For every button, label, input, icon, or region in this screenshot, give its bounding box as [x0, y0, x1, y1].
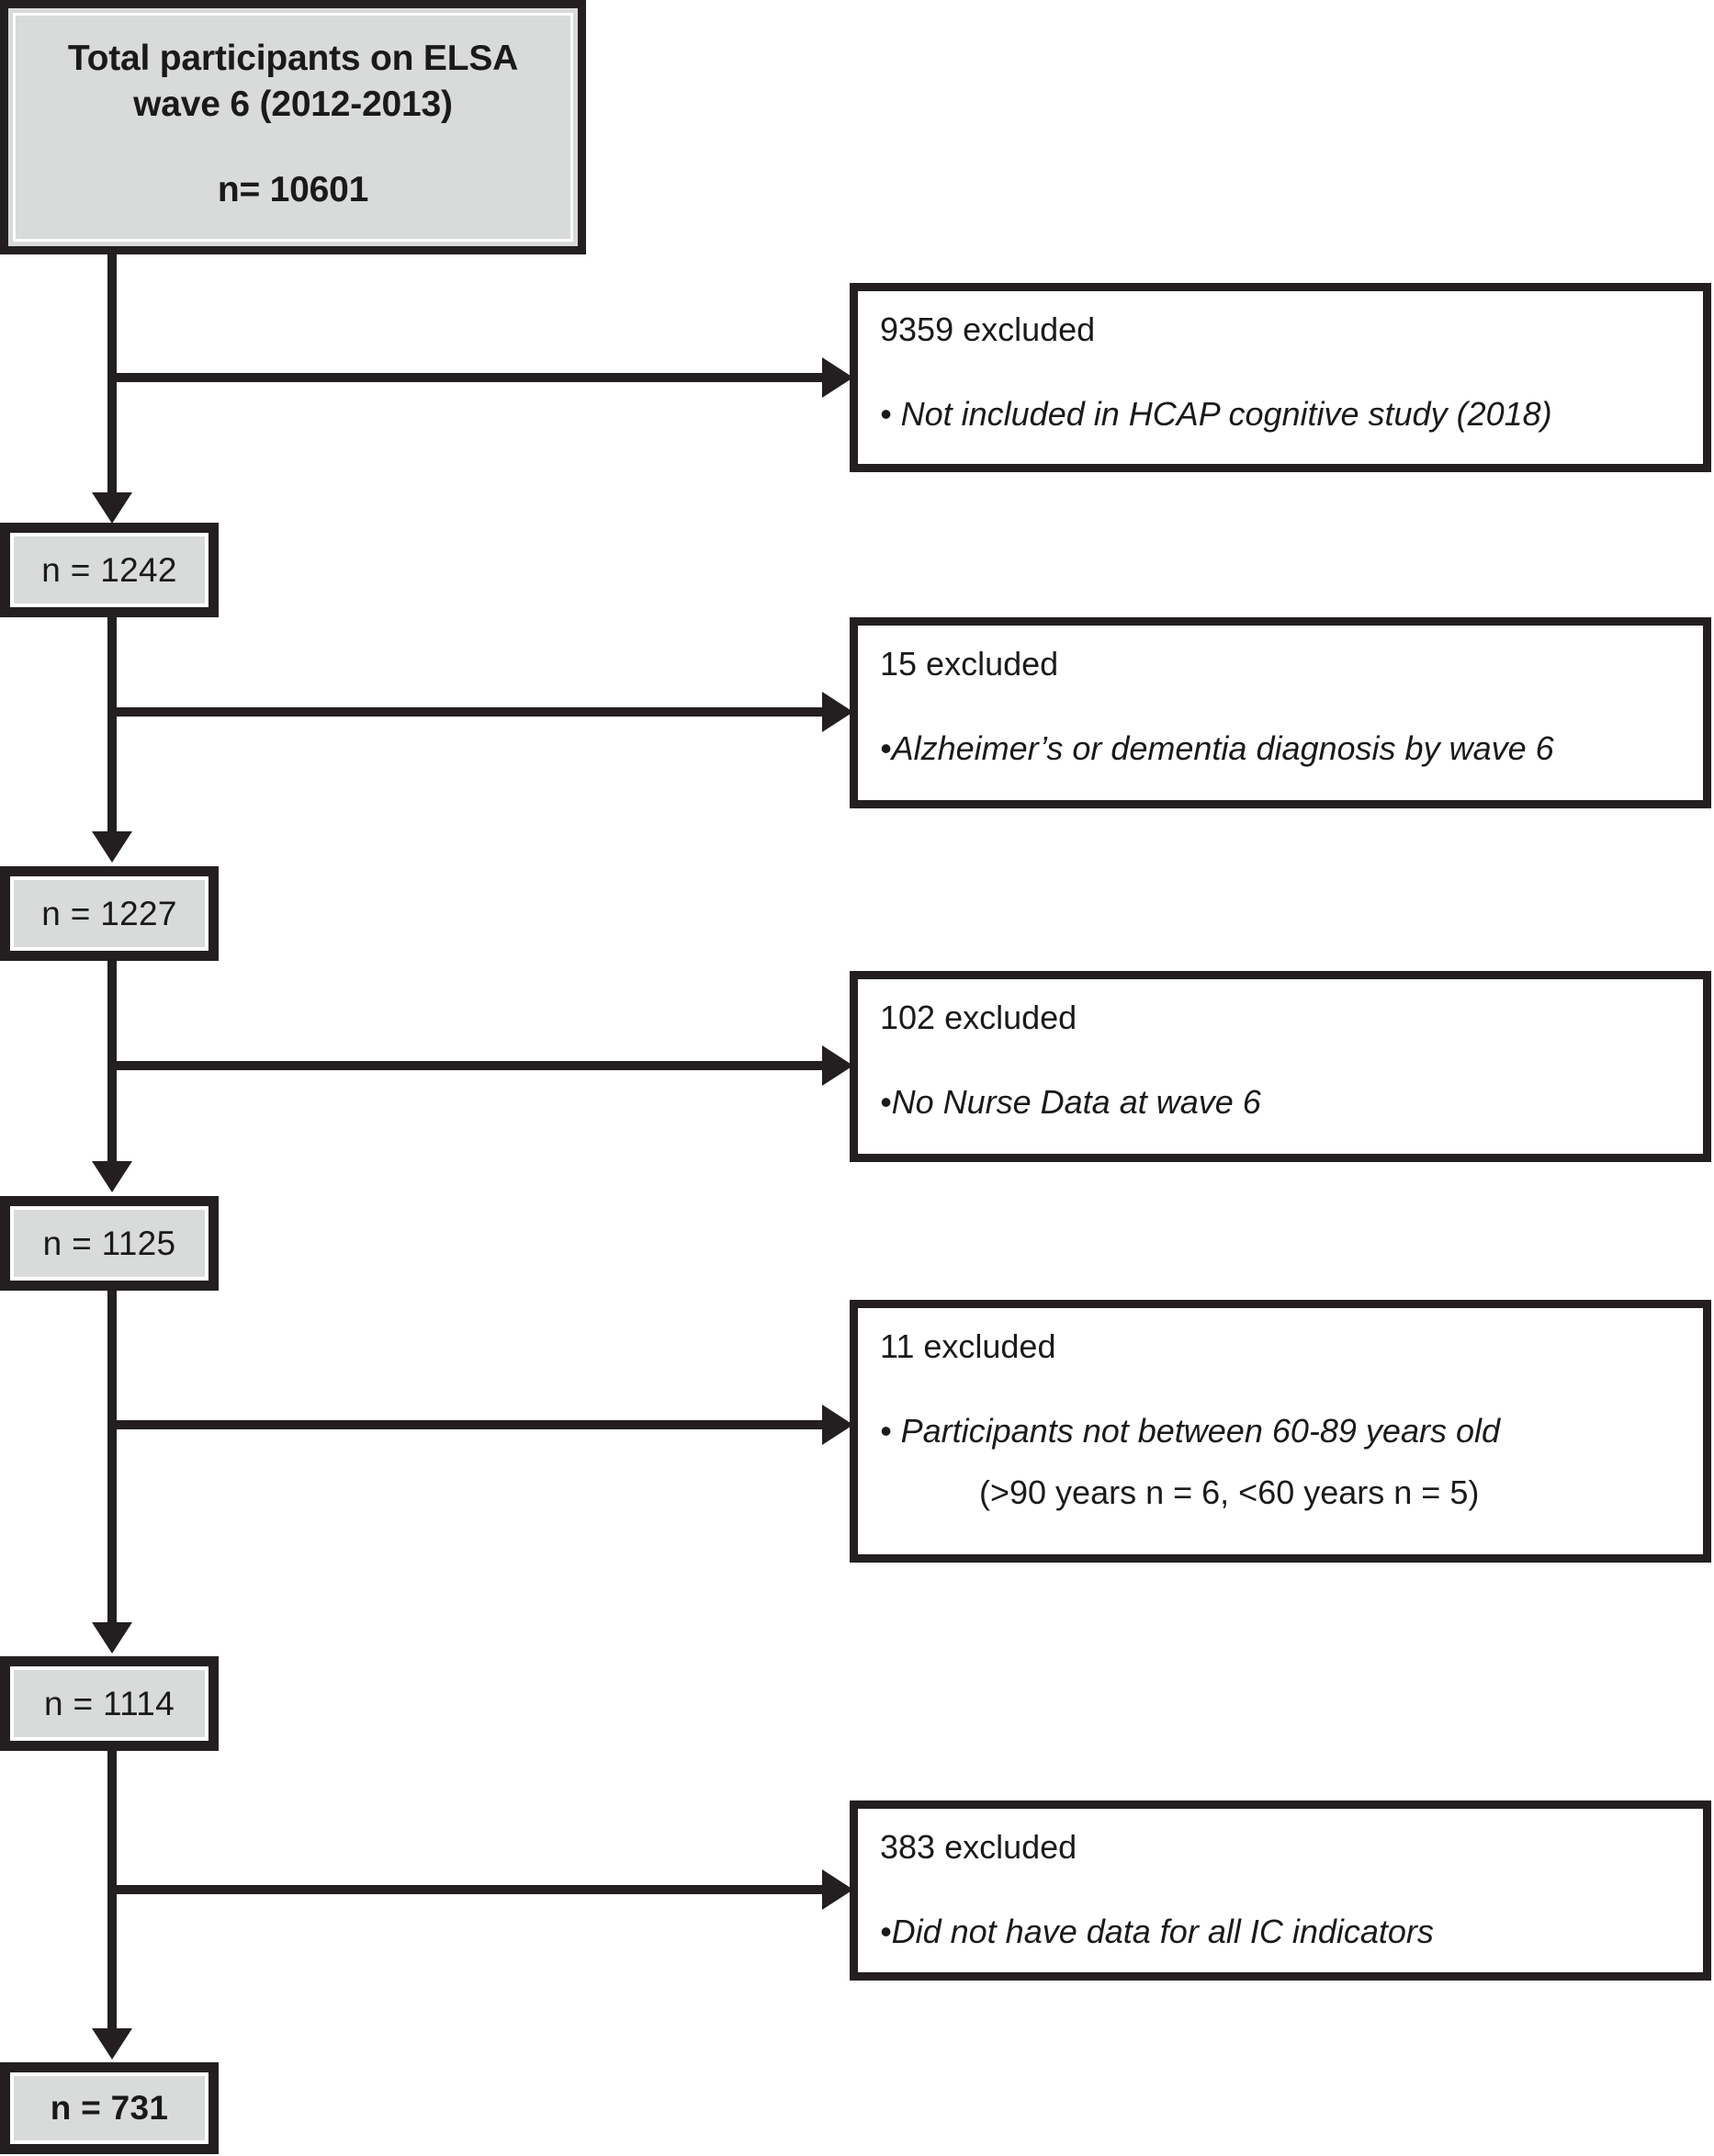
- head-box-count: n= 10601: [217, 169, 369, 209]
- flow-box-n-1227: n = 1227: [0, 866, 219, 961]
- flow-box-n-731-label: n = 731: [50, 2089, 169, 2127]
- total-participants-box: Total participants on ELSA wave 6 (2012-…: [0, 0, 586, 254]
- arrow-down-5: [92, 2028, 132, 2060]
- exclusion-box-2: 15 excluded •Alzheimer’s or dementia dia…: [850, 617, 1711, 808]
- exclusion-box-3: 102 excluded •No Nurse Data at wave 6: [850, 971, 1711, 1162]
- total-participants-box-content: Total participants on ELSA wave 6 (2012-…: [13, 13, 573, 242]
- exclusion-box-5-reason: •Did not have data for all IC indicators: [880, 1912, 1434, 1950]
- arrow-right-5: [822, 1869, 853, 1910]
- exclusion-box-1-reason: • Not included in HCAP cognitive study (…: [880, 394, 1552, 433]
- flow-box-n-1125-label: n = 1125: [42, 1224, 176, 1262]
- flow-box-n-1227-content: n = 1227: [10, 876, 209, 951]
- exclusion-box-4: 11 excluded • Participants not between 6…: [850, 1300, 1711, 1563]
- connector-branch-1: [107, 373, 833, 382]
- exclusion-box-1-reasons: • Not included in HCAP cognitive study (…: [880, 394, 1703, 433]
- flow-box-n-1242-label: n = 1242: [41, 550, 177, 589]
- flow-box-n-1125-content: n = 1125: [10, 1206, 209, 1281]
- connector-branch-4: [107, 1420, 833, 1429]
- exclusion-box-5-count: 383 excluded: [880, 1828, 1077, 1866]
- connector-stem-2: [107, 616, 117, 836]
- arrow-down-1: [92, 492, 132, 524]
- exclusion-box-2-count: 15 excluded: [880, 645, 1059, 683]
- connector-stem-4: [107, 1290, 117, 1626]
- flow-box-n-1242-content: n = 1242: [10, 533, 209, 607]
- arrow-right-3: [822, 1045, 853, 1086]
- flow-box-n-731: n = 731: [0, 2062, 219, 2154]
- exclusion-box-3-reason: •No Nurse Data at wave 6: [880, 1082, 1261, 1121]
- arrow-right-2: [822, 692, 853, 732]
- arrow-right-1: [822, 357, 853, 398]
- exclusion-box-4-reason: • Participants not between 60-89 years o…: [880, 1411, 1500, 1450]
- flow-box-n-1114-label: n = 1114: [44, 1684, 175, 1722]
- connector-branch-2: [107, 707, 833, 717]
- connector-branch-3: [107, 1061, 833, 1070]
- flow-box-n-1114: n = 1114: [0, 1656, 219, 1751]
- exclusion-box-1-count: 9359 excluded: [880, 310, 1096, 348]
- flow-box-n-1242: n = 1242: [0, 523, 219, 617]
- arrow-down-3: [92, 1161, 132, 1192]
- arrow-down-4: [92, 1622, 132, 1654]
- exclusion-box-2-reason: •Alzheimer’s or dementia diagnosis by wa…: [880, 728, 1554, 767]
- exclusion-box-4-reasons: • Participants not between 60-89 years o…: [880, 1411, 1703, 1512]
- connector-branch-5: [107, 1885, 833, 1894]
- flow-box-n-1114-content: n = 1114: [10, 1666, 209, 1741]
- exclusion-box-4-detail: (>90 years n = 6, <60 years n = 5): [979, 1473, 1480, 1511]
- exclusion-box-2-reasons: •Alzheimer’s or dementia diagnosis by wa…: [880, 728, 1703, 767]
- head-box-line2: wave 6 (2012-2013): [133, 84, 453, 124]
- exclusion-box-5: 383 excluded •Did not have data for all …: [850, 1800, 1711, 1981]
- exclusion-box-5-reasons: •Did not have data for all IC indicators: [880, 1913, 1703, 1950]
- exclusion-box-3-reasons: •No Nurse Data at wave 6: [880, 1082, 1703, 1121]
- flow-box-n-1125: n = 1125: [0, 1196, 219, 1291]
- flow-box-n-1227-label: n = 1227: [41, 894, 177, 932]
- flow-box-n-731-content: n = 731: [10, 2072, 209, 2144]
- exclusion-box-4-count: 11 excluded: [880, 1327, 1056, 1365]
- arrow-right-4: [822, 1405, 853, 1445]
- exclusion-box-3-count: 102 excluded: [880, 999, 1077, 1036]
- exclusion-box-1: 9359 excluded • Not included in HCAP cog…: [850, 283, 1711, 472]
- head-box-line1: Total participants on ELSA: [67, 39, 519, 78]
- arrow-down-2: [92, 831, 132, 863]
